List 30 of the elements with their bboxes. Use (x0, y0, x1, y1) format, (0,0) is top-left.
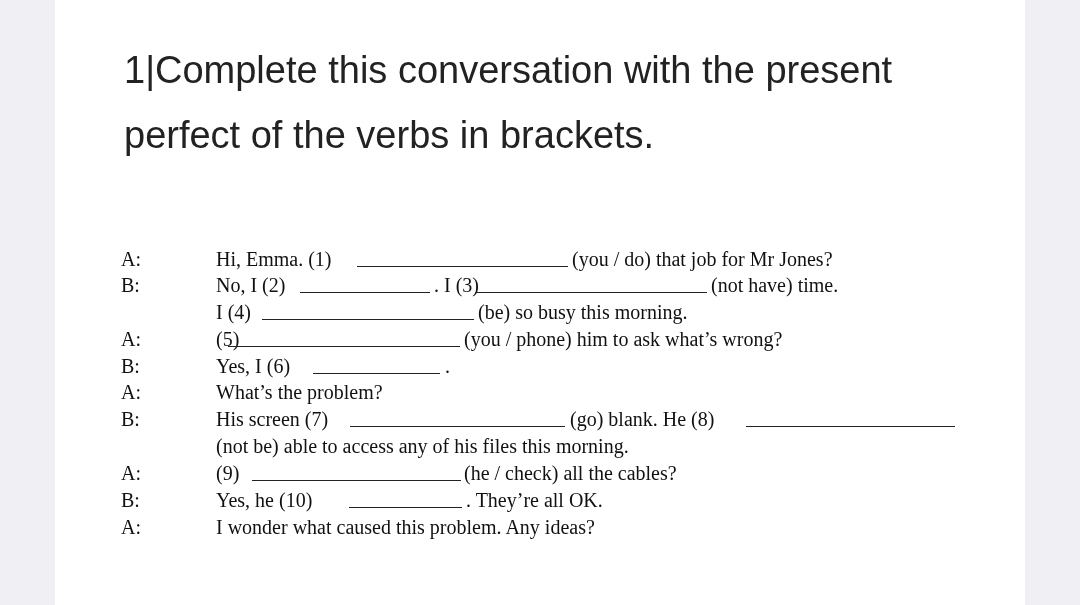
exercise-title: 1|Complete this conversation with the present perfect of the verbs in brackets. (124, 48, 894, 158)
dialogue-text: . They’re all OK. (466, 490, 603, 510)
dialogue-text: I wonder what caused this problem. Any ideas? (216, 517, 595, 537)
dialogue-text: (he / check) all the cables? (464, 463, 677, 483)
speaker-label: A: (121, 517, 141, 537)
speaker-label: B: (121, 275, 140, 295)
dialogue-text: (not have) time. (711, 275, 839, 295)
speaker-label: A: (121, 463, 141, 483)
dialogue-text: (you / phone) him to ask what’s wrong? (464, 329, 783, 349)
dialogue-text: (5) (216, 329, 240, 349)
dialogue-text: . I (3) (434, 275, 479, 295)
dialogue-text: Yes, he (10) (216, 490, 313, 510)
speaker-label: B: (121, 409, 140, 429)
dialogue-text: (go) blank. He (8) (570, 409, 715, 429)
speaker-label: B: (121, 356, 140, 376)
dialogue-text: I (4) (216, 302, 251, 322)
dialogue-text: Hi, Emma. (1) (216, 249, 332, 269)
speaker-label: A: (121, 382, 141, 402)
dialogue-text: No, I (2) (216, 275, 286, 295)
dialogue-text: (you / do) that job for Mr Jones? (572, 249, 833, 269)
dialogue-text: What’s the problem? (216, 382, 383, 402)
speaker-label: A: (121, 249, 141, 269)
dialogue-text: His screen (7) (216, 409, 329, 429)
dialogue-text: . (445, 356, 450, 376)
dialogue-text: Yes, I (6) (216, 356, 291, 376)
dialogue-text: (not be) able to access any of his files this morning. (216, 436, 629, 456)
speaker-label: B: (121, 490, 140, 510)
speaker-label: A: (121, 329, 141, 349)
dialogue-text: (be) so busy this morning. (478, 302, 688, 322)
dialogue-text: (9) (216, 463, 240, 483)
